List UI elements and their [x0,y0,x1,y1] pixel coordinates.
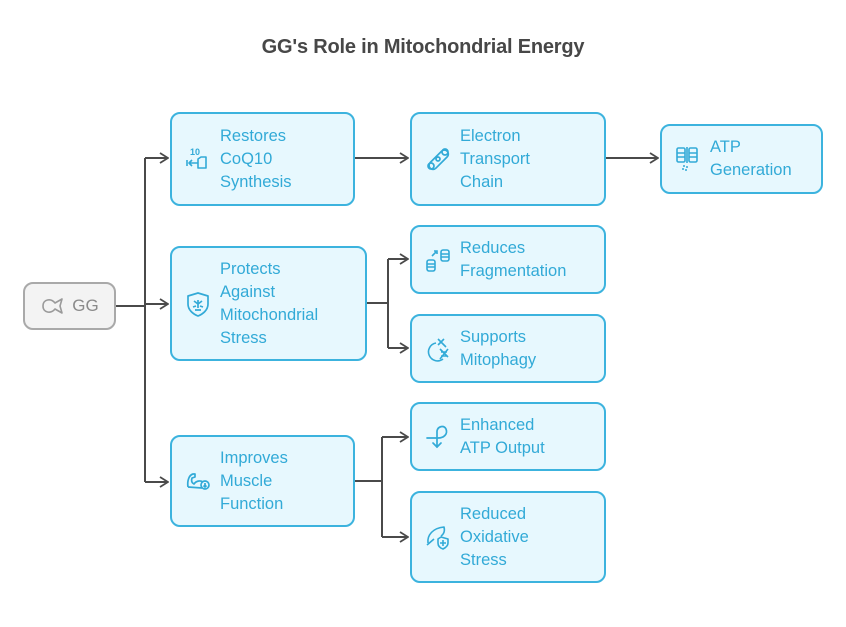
fragments-icon [424,246,452,274]
node-atp-generation[interactable]: ATP Generation [660,124,823,194]
node-restores-coq10[interactable]: 10 Restores CoQ10 Synthesis [170,112,355,206]
node-label: Enhanced ATP Output [460,415,545,457]
node-reduces-fragmentation[interactable]: Reduces Fragmentation [410,225,606,294]
node-supports-mitophagy[interactable]: Supports Mitophagy [410,314,606,383]
dna-cell-icon [424,335,452,363]
battery-cells-icon [674,145,702,173]
shield-cell-icon [184,290,212,318]
node-label: Reduced Oxidative Stress [460,504,529,569]
node-label: Restores CoQ10 Synthesis [220,126,292,191]
chain-link-icon [424,145,452,173]
loop-arrow-icon [424,423,452,451]
connector-protects-split [367,259,389,348]
coq10-return-icon: 10 [184,145,212,173]
root-node-gg[interactable]: GG [23,282,116,330]
fish-icon [40,295,66,317]
node-improves-muscle-function[interactable]: Improves Muscle Function [170,435,355,527]
connector-muscle-split [355,437,383,537]
node-label: Electron Transport Chain [460,126,530,191]
node-label: ATP Generation [710,138,792,179]
node-label: Improves Muscle Function [220,448,288,513]
node-reduced-oxidative-stress[interactable]: Reduced Oxidative Stress [410,491,606,583]
node-protects-mitochondrial-stress[interactable]: Protects Against Mitochondrial Stress [170,246,367,361]
svg-text:10: 10 [190,147,200,157]
node-label: Supports Mitophagy [460,327,537,369]
leaf-shield-plus-icon [424,523,452,551]
node-enhanced-atp-output[interactable]: Enhanced ATP Output [410,402,606,471]
flexed-arm-icon [184,467,212,495]
diagram-title: GG's Role in Mitochondrial Energy [261,36,585,58]
node-electron-transport-chain[interactable]: Electron Transport Chain [410,112,606,206]
node-label: Reduces Fragmentation [460,238,567,280]
root-label: GG [72,296,99,315]
node-label: Protects Against Mitochondrial Stress [220,259,319,347]
